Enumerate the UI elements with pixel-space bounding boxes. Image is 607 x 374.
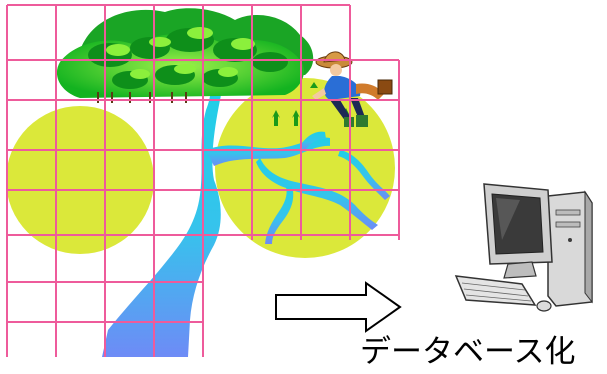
forest-mountains xyxy=(56,8,314,103)
desktop-computer-icon xyxy=(454,183,593,312)
seedling-2 xyxy=(292,110,300,126)
river xyxy=(102,74,390,357)
computer-mouse xyxy=(536,300,552,312)
seedling-1 xyxy=(272,110,280,126)
field-right xyxy=(215,78,395,258)
tree-trunks xyxy=(97,92,187,103)
farmer-icon xyxy=(310,51,393,127)
right-arrow-icon xyxy=(275,281,402,333)
field-left xyxy=(6,106,154,254)
computer-keyboard xyxy=(454,275,537,306)
river-branch-lower xyxy=(265,186,294,244)
computer-stand xyxy=(503,261,537,279)
grid-overlay xyxy=(6,4,400,357)
tree-highlights xyxy=(106,27,255,79)
river-main xyxy=(102,74,222,357)
database-caption: データベース化 xyxy=(360,334,576,370)
river-branch-up xyxy=(300,131,326,150)
river-branch-right xyxy=(206,137,330,166)
river-branch-down xyxy=(256,158,378,230)
